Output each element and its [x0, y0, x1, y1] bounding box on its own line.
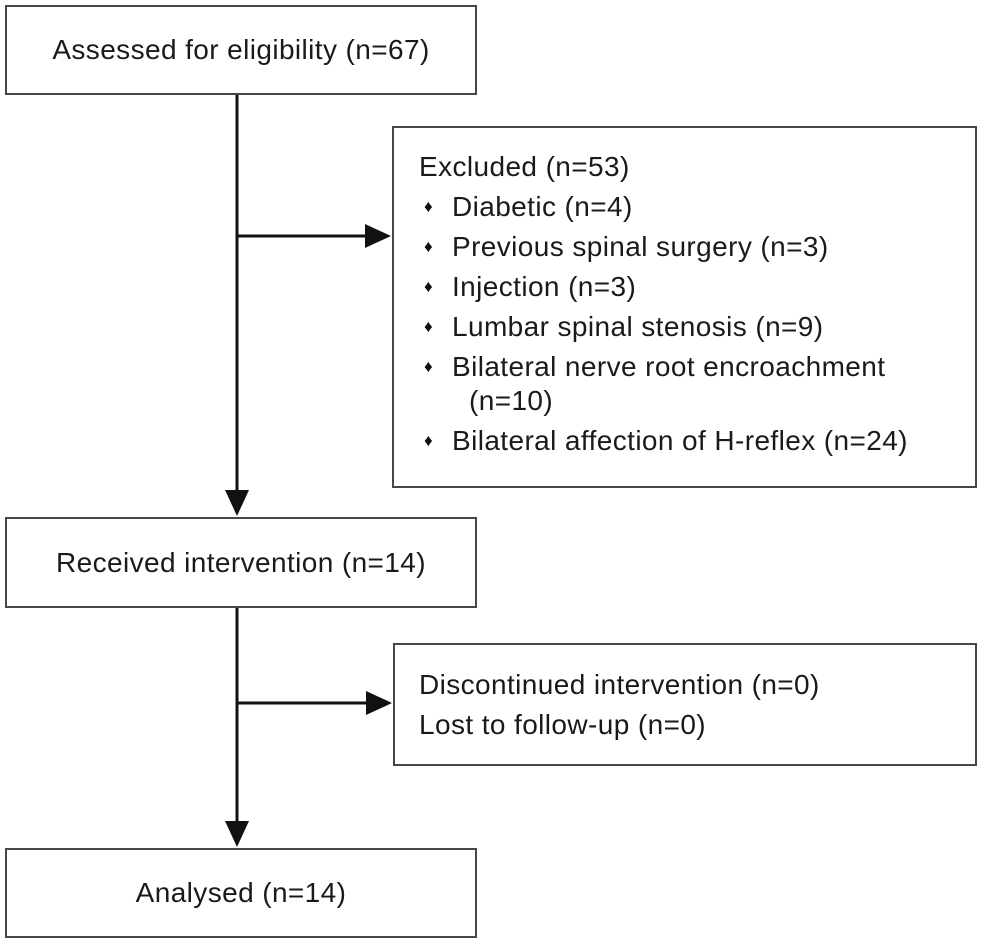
- node-discontinued-line2: Lost to follow-up (n=0): [419, 708, 707, 740]
- excluded-reason-item: ♦ Previous spinal surgery (n=3): [419, 230, 965, 264]
- excluded-reason-item: ♦ Bilateral nerve root encroachment (n=1…: [419, 350, 965, 418]
- excluded-reason-text: Bilateral nerve root encroachment (n=10): [452, 350, 965, 418]
- excluded-reason-text-line1: Bilateral nerve root encroachment: [452, 351, 886, 382]
- excluded-reason-text: Injection (n=3): [452, 271, 637, 302]
- node-discontinued-line1: Discontinued intervention (n=0): [419, 668, 820, 700]
- diamond-bullet-icon: ♦: [424, 431, 434, 450]
- node-assessed: Assessed for eligibility (n=67): [5, 5, 477, 95]
- arrow-to-excluded: [237, 224, 391, 248]
- excluded-reason-text-line2: (n=10): [469, 385, 554, 416]
- excluded-reason-text: Diabetic (n=4): [452, 191, 633, 222]
- node-analysed: Analysed (n=14): [5, 848, 477, 938]
- excluded-reason-text: Bilateral affection of H-reflex (n=24): [452, 425, 908, 456]
- arrow-received-to-analysed: [225, 608, 249, 847]
- diamond-bullet-icon: ♦: [424, 237, 434, 256]
- excluded-reason-item: ♦ Bilateral affection of H-reflex (n=24): [419, 424, 965, 458]
- excluded-reason-item: ♦ Diabetic (n=4): [419, 190, 965, 224]
- arrow-assessed-to-received: [225, 95, 249, 516]
- node-excluded: Excluded (n=53) ♦ Diabetic (n=4) ♦ Previ…: [392, 126, 977, 488]
- excluded-reason-item: ♦ Injection (n=3): [419, 270, 965, 304]
- node-discontinued: Discontinued intervention (n=0) Lost to …: [393, 643, 977, 766]
- excluded-reason-list: ♦ Diabetic (n=4) ♦ Previous spinal surge…: [419, 190, 965, 458]
- diamond-bullet-icon: ♦: [424, 197, 434, 216]
- node-analysed-label: Analysed (n=14): [135, 877, 347, 908]
- node-received: Received intervention (n=14): [5, 517, 477, 608]
- diamond-bullet-icon: ♦: [424, 277, 434, 296]
- node-received-label: Received intervention (n=14): [56, 546, 426, 578]
- node-assessed-label: Assessed for eligibility (n=67): [52, 34, 430, 65]
- excluded-reason-item: ♦ Lumbar spinal stenosis (n=9): [419, 310, 965, 344]
- node-excluded-header: Excluded (n=53): [419, 151, 630, 182]
- arrow-to-discontinued: [237, 691, 392, 715]
- excluded-reason-text: Previous spinal surgery (n=3): [452, 231, 829, 262]
- diamond-bullet-icon: ♦: [424, 357, 434, 376]
- excluded-reason-text: Lumbar spinal stenosis (n=9): [452, 311, 824, 342]
- diamond-bullet-icon: ♦: [424, 317, 434, 336]
